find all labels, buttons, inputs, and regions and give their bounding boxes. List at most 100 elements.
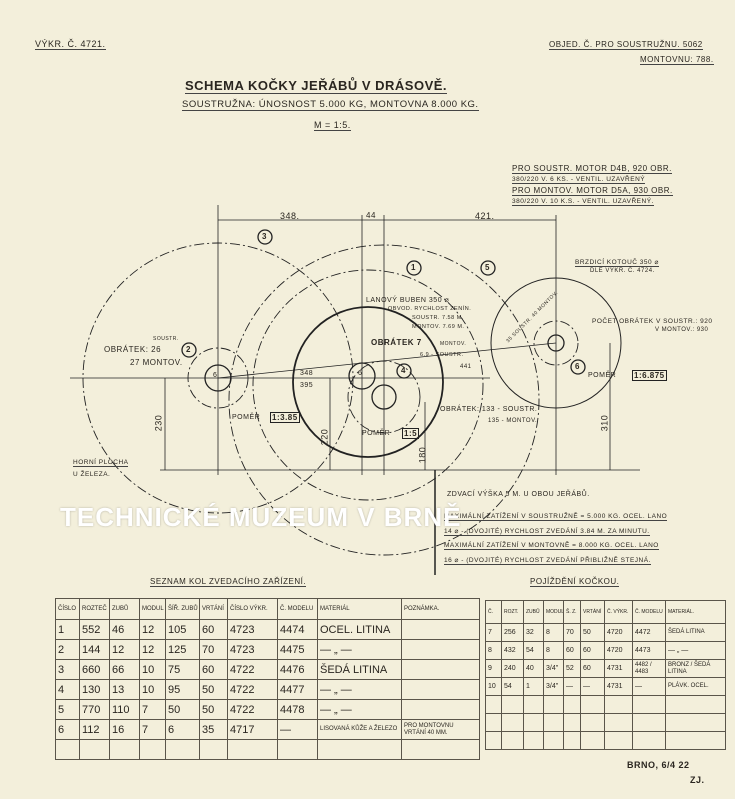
table-cell: 770 — [79, 699, 110, 720]
empty-cell — [604, 731, 633, 750]
drum-revolutions-lathe: 6.9 - soustr. — [420, 352, 464, 358]
dim-348: 348. — [280, 211, 300, 221]
table-cell: 4720 — [604, 641, 633, 660]
empty-cell — [523, 713, 544, 732]
table-cell: 130 — [79, 679, 110, 700]
drum-revolutions: Obrátek 7 — [371, 338, 422, 347]
table-cell: 70 — [199, 639, 228, 660]
col-header: Č. modelu — [277, 598, 318, 620]
empty-cell — [485, 695, 502, 714]
page-title: Schema kočky jeřábů v Drásově. — [185, 78, 448, 94]
dim-220: 220 — [319, 428, 330, 446]
table-cell: 240 — [501, 659, 524, 678]
gear-1-pitch-circle — [252, 269, 484, 501]
table-cell: 4473 — [632, 641, 666, 660]
scale: M = 1:5. — [314, 120, 351, 131]
initials: ZJ. — [690, 775, 705, 785]
empty-cell — [277, 739, 318, 760]
note-max-load-lathe: Maximální zatížení v soustružně = 5.000 … — [444, 513, 668, 521]
empty-cell — [563, 695, 581, 714]
col-header: Č. — [485, 600, 502, 624]
table-cell: — „ — — [317, 679, 402, 700]
table-cell: 3/4" — [543, 659, 564, 678]
col-header: Vrtání — [580, 600, 605, 624]
table-cell: 4723 — [227, 619, 278, 640]
motor-hub — [547, 334, 565, 352]
dim-395: 395 — [300, 382, 314, 389]
table-cell: 70 — [563, 623, 581, 642]
table-cell: 50 — [199, 699, 228, 720]
empty-cell — [523, 731, 544, 750]
table-cell: 50 — [165, 699, 200, 720]
table-cell: Pro montovnu vrtání 40 mm. — [401, 719, 480, 740]
table-cell: 75 — [165, 659, 200, 680]
table-header-row: Číslo Rozteč Zubů Modul Šíř. zubů Vrtání… — [55, 598, 480, 620]
col-header: Vrtání — [199, 598, 228, 620]
ratio-2-label: Poměr — [232, 414, 261, 421]
table-cell: 4482 / 4483 — [632, 659, 666, 678]
table-cell: 8 — [543, 623, 564, 642]
gear-2-revolutions: Obrátek: 26 — [104, 345, 162, 354]
table-cell: 4476 — [277, 659, 318, 680]
col-header: Rozt. — [501, 600, 524, 624]
table-cell: — — [563, 677, 581, 696]
table-cell: 12 — [139, 619, 166, 640]
table-cell: 95 — [165, 679, 200, 700]
table-cell: — — [632, 677, 666, 696]
table-cell: 4722 — [227, 659, 278, 680]
table-cell: 7 — [485, 623, 502, 642]
table-cell: 60 — [580, 659, 605, 678]
gear-2-rev-lathe: soustr. — [153, 336, 179, 342]
gear-4-hub — [371, 384, 397, 410]
empty-cell — [580, 695, 605, 714]
empty-cell — [227, 739, 278, 760]
drum-revolutions-assembly: montov. — [440, 341, 467, 347]
table-cell: 4477 — [277, 679, 318, 700]
table-cell: 8 — [543, 641, 564, 660]
table-cell — [401, 699, 480, 720]
table-cell: 52 — [563, 659, 581, 678]
gear-4-number: 4 — [401, 366, 406, 375]
empty-cell — [604, 695, 633, 714]
table-cell: 6 — [165, 719, 200, 740]
order-number-lathe: Objed. č. pro soustružnu. 5062 — [549, 40, 703, 50]
table-cell: 4731 — [604, 677, 633, 696]
table-cell: Šedá litina — [317, 659, 402, 680]
empty-cell — [401, 739, 480, 760]
drawing-number: Výkr. č. 4721. — [35, 39, 106, 50]
table-cell: 60 — [199, 619, 228, 640]
table-cell: Ocel. litina — [317, 619, 402, 640]
drum-shaft-label: 6 — [358, 370, 363, 377]
gear-5-number: 5 — [485, 263, 490, 272]
table-cell — [401, 639, 480, 660]
table-cell: 3/4" — [543, 677, 564, 696]
left-table-title: Seznam kol zvedacího zařízení. — [150, 577, 307, 587]
gear-2-pitch-circle — [187, 347, 249, 409]
gear-list-table: Číslo Rozteč Zubů Modul Šíř. zubů Vrtání… — [55, 598, 480, 760]
table-cell: 10 — [139, 659, 166, 680]
col-header: Číslo — [55, 598, 80, 620]
empty-cell — [543, 713, 564, 732]
table-cell: 50 — [580, 623, 605, 642]
label-441: 441 — [460, 364, 472, 370]
gear-3-number: 3 — [262, 232, 267, 241]
table-cell: 66 — [109, 659, 140, 680]
dim-180: 180 — [417, 446, 428, 464]
ratio-6-label: Poměr — [588, 372, 617, 379]
table-cell — [401, 619, 480, 640]
ratio-6-value: 1:6.875 — [632, 370, 667, 381]
table-cell: 12 — [109, 639, 140, 660]
motor-line-1: Pro soustr. motor D4b, 920 obr. — [512, 164, 672, 174]
table-cell: 4717 — [227, 719, 278, 740]
empty-cell — [665, 731, 726, 750]
table-cell: 110 — [109, 699, 140, 720]
col-header: Číslo výkr. — [227, 598, 278, 620]
col-header: Č. modelu — [632, 600, 666, 624]
table-cell: 13 — [109, 679, 140, 700]
